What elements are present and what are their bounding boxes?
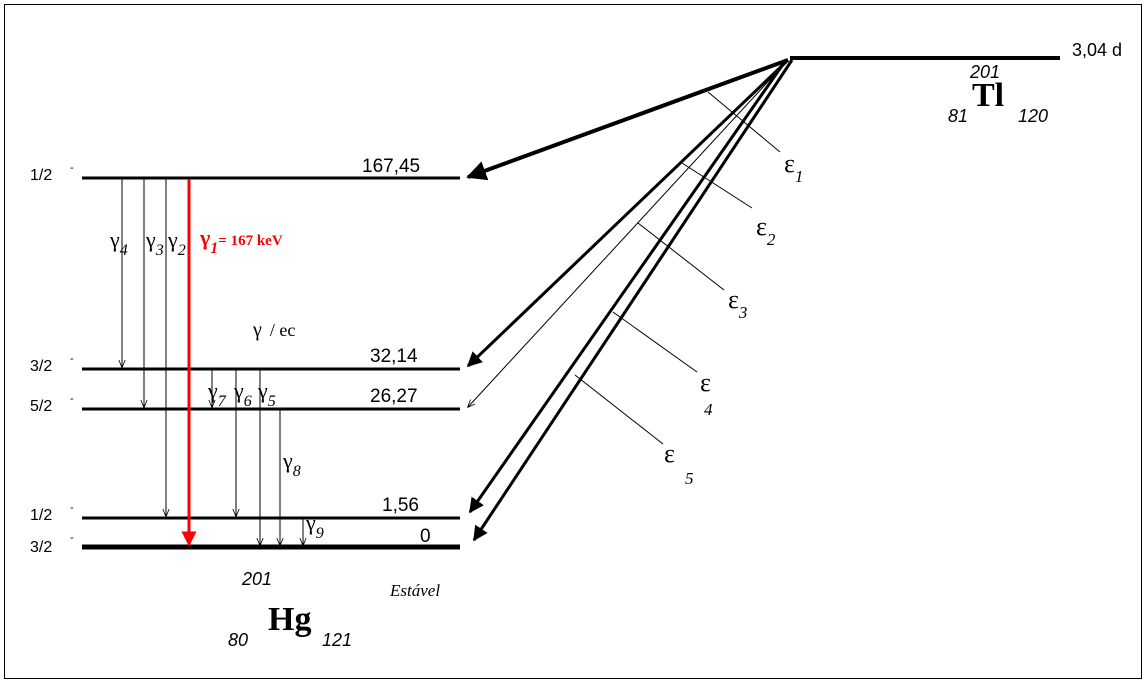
capture-4-arrow xyxy=(468,59,788,514)
gamma-8-label: γ8 xyxy=(282,448,301,480)
capture-leaders xyxy=(574,91,781,445)
level-parity: - xyxy=(70,353,74,365)
level-spin: 1/2 xyxy=(30,167,52,184)
level-26: 5/2 - 26,27 xyxy=(30,386,460,415)
level-parity: - xyxy=(70,162,74,174)
capture-arrows xyxy=(466,58,794,542)
gamma-2-label: γ2 xyxy=(167,227,186,259)
daughter-symbol: Hg xyxy=(268,601,311,638)
level-parity: - xyxy=(70,502,74,514)
level-energy: 167,45 xyxy=(362,156,420,177)
capture-1-label: ε1 xyxy=(784,149,803,186)
gamma-6-label: γ6 xyxy=(233,378,252,410)
level-32: 3/2 - 32,14 xyxy=(30,346,460,375)
level-spin: 1/2 xyxy=(30,507,52,524)
level-1-56: 1/2 - 1,56 xyxy=(30,495,460,524)
parent-atomic-number: 81 xyxy=(948,106,968,126)
gamma-4-label: γ4 xyxy=(109,227,128,259)
level-spin: 3/2 xyxy=(30,358,52,375)
capture-4-index: 4 xyxy=(704,400,713,419)
capture-5-label: ε xyxy=(664,439,675,468)
capture-5-arrow xyxy=(472,59,794,542)
daughter-neutron-number: 121 xyxy=(322,630,352,650)
capture-2-label: ε2 xyxy=(756,212,776,249)
daughter-atomic-number: 80 xyxy=(228,630,248,650)
level-spin: 3/2 xyxy=(30,539,52,556)
gamma-3-label: γ3 xyxy=(145,227,164,259)
level-parity: - xyxy=(70,532,74,544)
parent-neutron-number: 120 xyxy=(1018,106,1048,126)
gamma-7-label: γ7 xyxy=(207,378,227,410)
level-energy: 32,14 xyxy=(370,346,418,367)
parent-symbol: Tl xyxy=(972,77,1004,114)
level-parity: - xyxy=(70,393,74,405)
gamma-transitions xyxy=(122,179,303,547)
level-167: 1/2 - 167,45 xyxy=(30,156,460,184)
gamma-9-label: γ9 xyxy=(305,510,324,542)
stable-label: Estável xyxy=(389,581,440,600)
capture-1-arrow xyxy=(466,58,789,181)
parent-half-life: 3,04 d xyxy=(1072,40,1122,60)
capture-3-label: ε3 xyxy=(728,285,747,322)
capture-4-label: ε xyxy=(700,368,711,397)
diagram-frame xyxy=(4,4,1142,679)
capture-3-arrow xyxy=(468,59,789,407)
daughter-mass-number: 201 xyxy=(241,569,272,589)
gamma-1-label: γ1= 167 keV xyxy=(199,225,283,257)
capture-2-arrow xyxy=(466,58,790,368)
level-energy: 26,27 xyxy=(370,386,418,407)
gamma-ec-label: γ/ ec xyxy=(252,319,295,341)
level-ground: 3/2 - 0 xyxy=(30,526,460,556)
level-spin: 5/2 xyxy=(30,398,52,415)
capture-5-index: 5 xyxy=(685,469,694,488)
gamma-5-label: γ5 xyxy=(257,378,276,410)
level-energy: 1,56 xyxy=(382,495,419,516)
level-energy: 0 xyxy=(420,526,431,547)
parent-mass-number: 201 xyxy=(969,62,1000,82)
